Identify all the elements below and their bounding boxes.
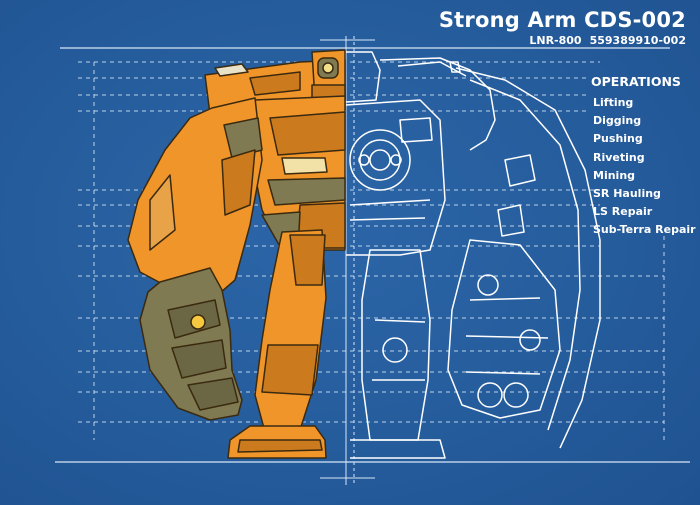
operation-item: Lifting <box>593 96 634 109</box>
operations-heading: OPERATIONS <box>591 74 681 89</box>
operation-item: Digging <box>593 114 642 128</box>
operations-panel: OPERATIONS Lifting Digging Pushing Rivet… <box>591 74 696 240</box>
model-code: LNR-800 <box>529 34 582 47</box>
operation-item: SR Hauling <box>593 186 661 200</box>
operation-item: Sub-Terra Repair <box>593 223 696 237</box>
robot-rendered-half <box>127 49 346 459</box>
page-title: Strong Arm CDS-002 <box>438 8 686 32</box>
operation-item: LS Repair <box>593 205 653 219</box>
operation-item: Mining <box>593 168 636 182</box>
model-serial-line: LNR-800 559389910-002 <box>529 34 686 47</box>
robot-blueprint-half <box>345 51 601 459</box>
operations-list: Lifting Digging Pushing Riveting Mining … <box>591 94 696 240</box>
operation-item: Pushing <box>593 132 643 146</box>
operation-item: Riveting <box>593 150 645 164</box>
serial-number: 559389910-002 <box>589 34 686 47</box>
